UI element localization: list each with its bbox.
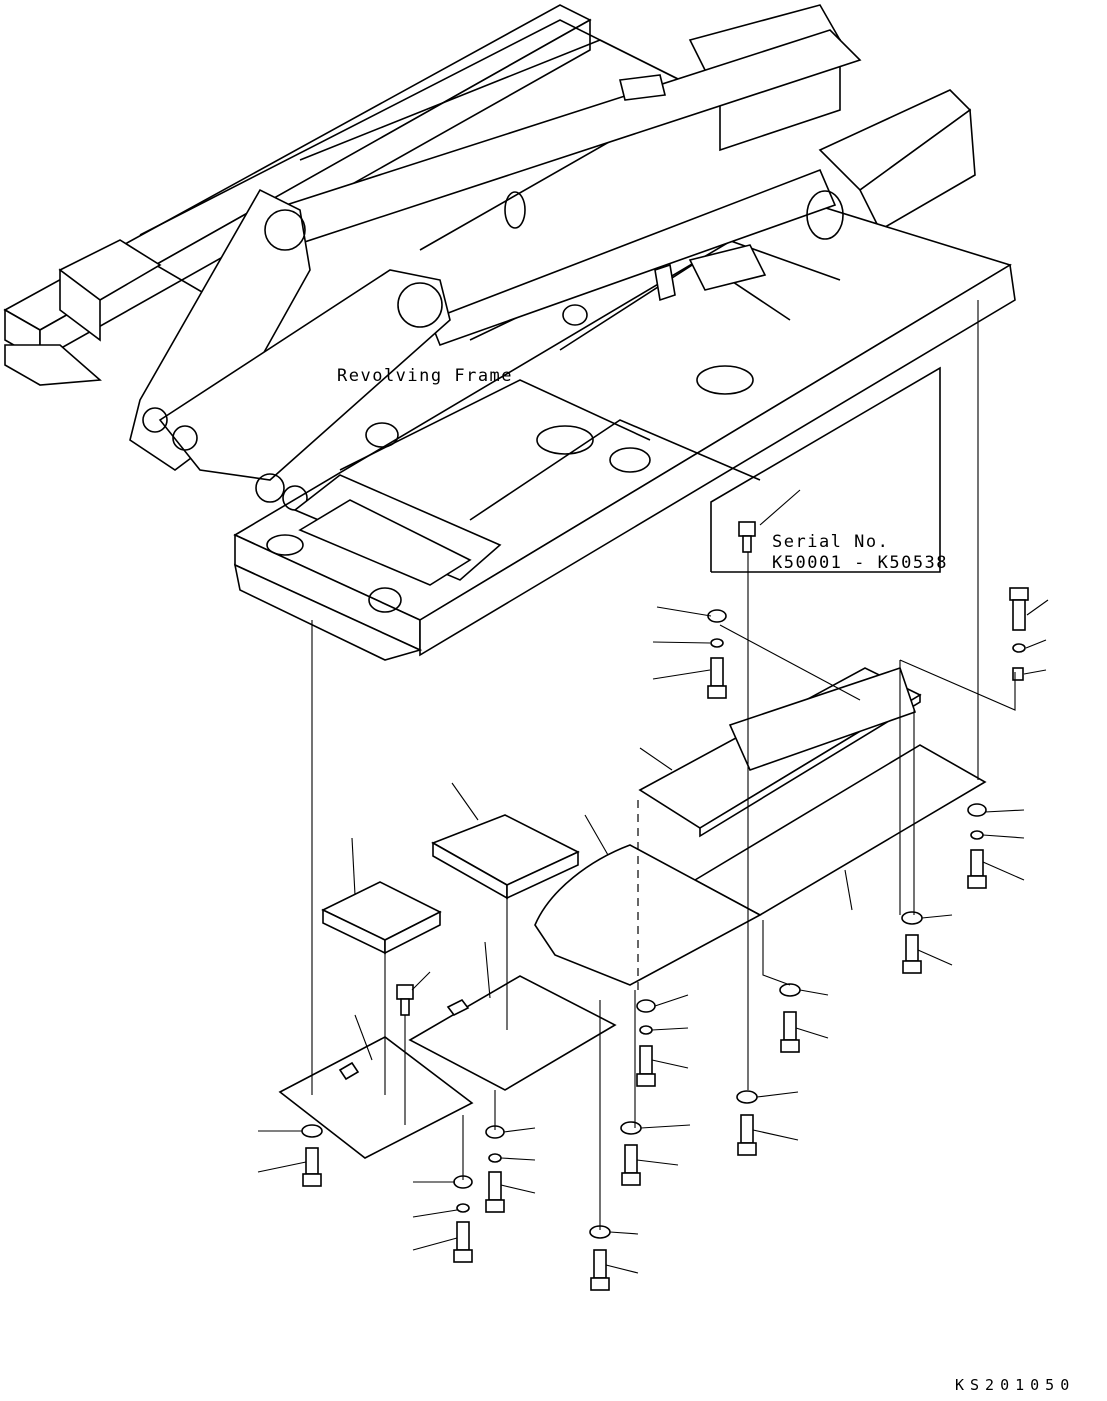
leader-lines — [257, 599, 1049, 1274]
serial-label: Serial No. — [772, 532, 889, 552]
covers — [278, 666, 987, 1159]
revolving-frame — [3, 4, 1016, 661]
serial-range: K50001 - K50538 — [772, 553, 948, 573]
connector-lines — [311, 300, 1016, 1230]
drawing-code: KS201050 — [955, 1376, 1075, 1394]
serial-box: Serial No. K50001 - K50538 — [710, 366, 948, 573]
frame-label: Revolving Frame — [337, 366, 513, 386]
serial-bolt-icon — [738, 521, 756, 553]
